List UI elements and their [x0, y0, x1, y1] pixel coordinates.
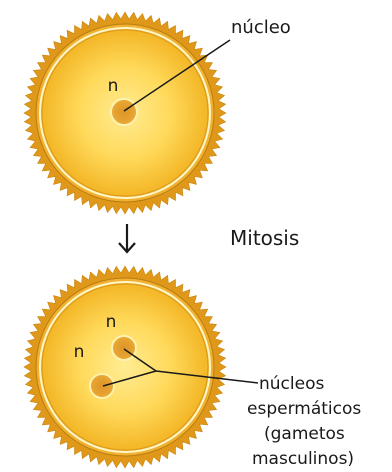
sperm-nucleus-upper — [112, 336, 136, 360]
process-label: Mitosis — [230, 226, 299, 250]
parent-nucleus-ploidy-label: n — [108, 76, 119, 96]
sperm-nuclei-label-line1: núcleos — [259, 374, 324, 394]
sperm-nuclei-label-line2: espermáticos — [247, 399, 361, 419]
sperm-nucleus-lower — [90, 374, 114, 398]
lower-nucleus-ploidy-label: n — [74, 342, 85, 362]
sperm-nuclei-label-line4: masculinos) — [252, 449, 354, 469]
parent-nucleus — [111, 99, 137, 125]
parent-cell: n — [24, 12, 226, 214]
sperm-nuclei-label-line3: (gametos — [264, 424, 345, 444]
sperm-nuclei-label: núcleos espermáticos (gametos masculinos… — [247, 374, 361, 469]
nucleus-label: núcleo — [231, 17, 291, 38]
upper-nucleus-ploidy-label: n — [106, 312, 117, 332]
daughter-cell-cytoplasm — [42, 284, 208, 450]
down-arrow-icon — [119, 224, 135, 252]
daughter-cell: n n — [24, 266, 226, 468]
